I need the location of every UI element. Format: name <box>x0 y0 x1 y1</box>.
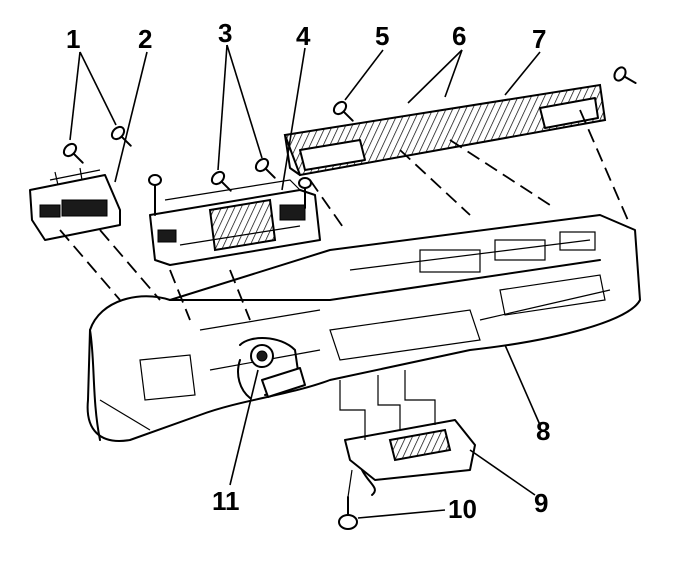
callout-8: 8 <box>536 416 550 446</box>
callout-9: 9 <box>534 488 548 518</box>
screw-icon <box>62 66 637 530</box>
callout-3: 3 <box>218 18 232 48</box>
lower-storage-bin <box>344 419 476 496</box>
callout-4: 4 <box>296 21 311 51</box>
ignition-switch-assembly <box>237 337 306 399</box>
leader-lines <box>69 44 541 519</box>
upper-trim-panel <box>283 83 607 177</box>
callout-11: 11 <box>212 486 240 516</box>
instrument-cluster-bezel <box>149 179 321 266</box>
alignment-lines <box>59 109 631 498</box>
left-outlet-bezel <box>29 167 121 241</box>
callout-10: 10 <box>448 494 477 524</box>
callout-5: 5 <box>375 21 389 51</box>
callout-labels: 1 2 3 4 5 6 7 8 9 10 11 <box>66 18 550 524</box>
callout-1: 1 <box>66 24 80 54</box>
callout-2: 2 <box>138 24 152 54</box>
instrument-panel-carrier <box>86 214 641 442</box>
callout-7: 7 <box>532 24 546 54</box>
callout-6: 6 <box>452 21 466 51</box>
